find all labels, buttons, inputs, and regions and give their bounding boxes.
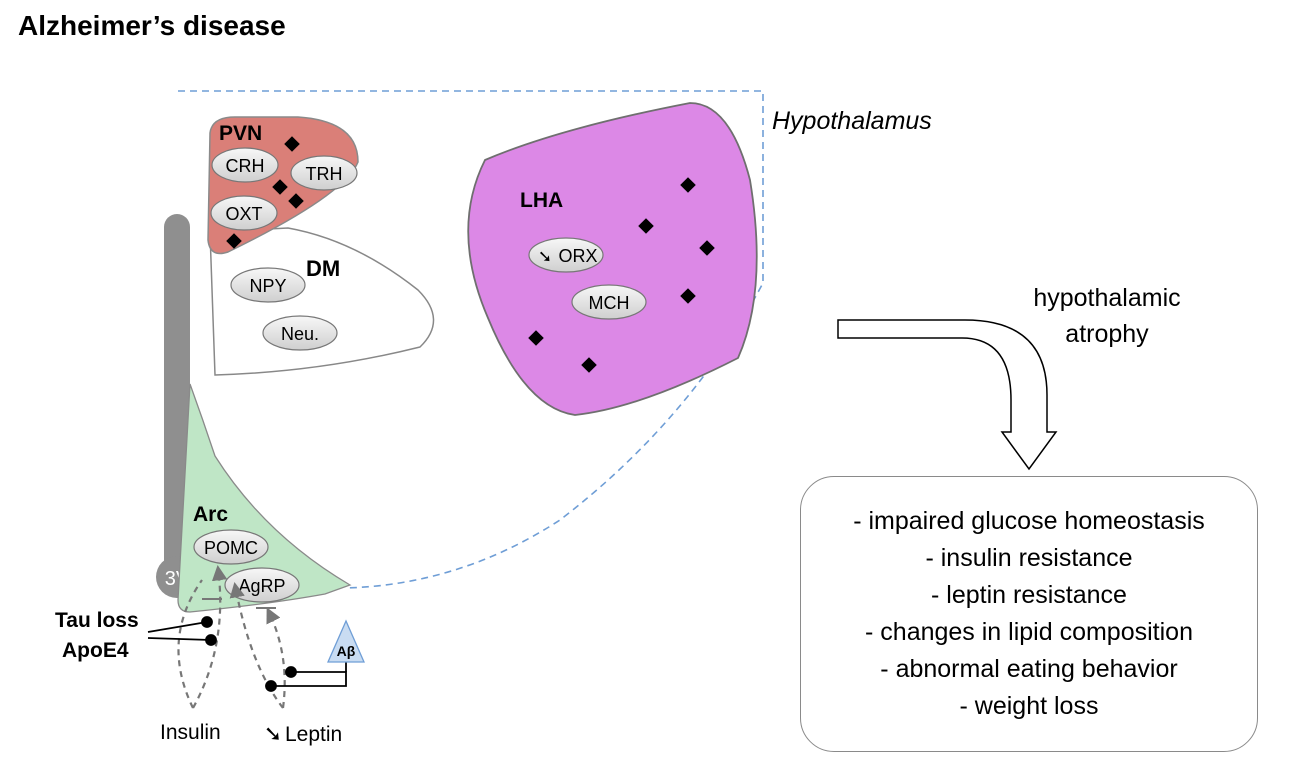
outcome-item: - impaired glucose homeostasis (853, 507, 1205, 535)
atrophy-label-line1: hypothalamic (1033, 284, 1180, 312)
abeta-connector (265, 662, 347, 692)
svg-text:TRH: TRH (306, 164, 343, 184)
outcome-item: - changes in lipid composition (865, 618, 1193, 646)
outcome-item: - weight loss (959, 692, 1099, 720)
apoe4-label: ApoE4 (62, 639, 129, 662)
abeta-triangle (327, 619, 365, 663)
figure-title: Alzheimer’s disease (18, 10, 286, 41)
insulin-label: Insulin (160, 721, 221, 744)
lha-label: LHA (520, 189, 563, 212)
neuron-orx: ➘ ORX (528, 237, 604, 273)
outcome-item: - insulin resistance (925, 544, 1133, 572)
atrophy-arrow (837, 319, 1058, 471)
neuron-pomc: POMC (193, 529, 269, 565)
tau-apoe4-connectors (147, 616, 217, 646)
hypothalamus-label: Hypothalamus (772, 107, 932, 135)
leptin-label: Leptin (285, 723, 342, 746)
svg-text:MCH: MCH (589, 293, 630, 313)
neuron-oxt: OXT (210, 195, 278, 231)
svg-text:POMC: POMC (204, 538, 258, 558)
pvn-label: PVN (219, 122, 262, 145)
svg-text:ORX: ORX (558, 246, 597, 266)
arc-label: Arc (193, 503, 228, 526)
neuron-trh: TRH (290, 155, 358, 191)
svg-text:NPY: NPY (249, 276, 286, 296)
dm-nucleus-shape (209, 227, 435, 376)
outcome-item: - leptin resistance (931, 581, 1127, 609)
tau-loss-label: Tau loss (55, 609, 139, 632)
abeta-label: Aβ (337, 643, 356, 659)
neuron-mch: MCH (571, 284, 647, 320)
inhibition-bars (202, 598, 276, 609)
decrease-arrow-icon: ➘ (538, 247, 552, 266)
svg-text:OXT: OXT (225, 204, 262, 224)
leptin-decrease-icon: ➘ (264, 721, 282, 746)
atrophy-label-line2: atrophy (1065, 320, 1149, 348)
outcome-item: - abnormal eating behavior (880, 655, 1178, 683)
svg-text:CRH: CRH (226, 156, 265, 176)
dm-label: DM (306, 256, 340, 281)
outcomes-box: - impaired glucose homeostasis - insulin… (800, 476, 1258, 752)
svg-text:Neu.: Neu. (281, 324, 319, 344)
svg-text:AgRP: AgRP (238, 576, 285, 596)
neuron-crh: CRH (211, 147, 279, 183)
lha-nucleus-shape (467, 102, 758, 416)
neuron-neu: Neu. (262, 315, 338, 351)
neuron-npy: NPY (230, 267, 306, 303)
